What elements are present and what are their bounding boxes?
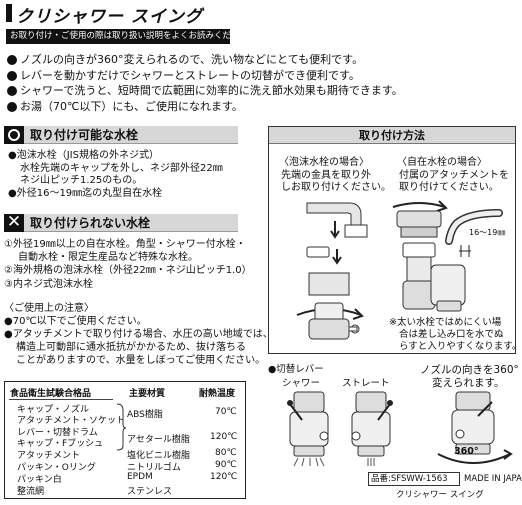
- foam-faucet-illustration: [296, 202, 368, 340]
- product-name-footer: クリシャワー スイング: [396, 490, 484, 500]
- temp-value: 80℃: [215, 448, 237, 458]
- diameter-label: 16～19㎜: [469, 228, 506, 237]
- install-note: らすと入りやすくなります。: [399, 341, 522, 352]
- install-note: ※太い水栓ではめにくい場: [389, 317, 502, 328]
- caution-line: ●70℃以下でご使用ください。: [4, 316, 147, 327]
- part-name: キャップ・Fブッシュ: [17, 439, 104, 449]
- material-name: ABS樹脂: [127, 410, 163, 420]
- incompatible-line: ②海外規格の泡沫水栓（外径22㎜・ネジ山ピッチ1.0）: [4, 265, 252, 277]
- swivel-faucet-desc: 付属のアタッチメントを: [399, 170, 509, 181]
- temp-value: 90℃: [215, 460, 237, 470]
- incompatible-line: 自動水栓・限定生産品など特殊な水栓。: [18, 252, 198, 264]
- compatible-line: ネジ山ピッチ1.25のもの。: [20, 175, 143, 186]
- temp-value: 70℃: [215, 407, 237, 417]
- material-name: ステンレス: [127, 487, 173, 497]
- brace-icon: [116, 403, 127, 451]
- cross-icon: ✕: [6, 212, 22, 232]
- product-title: クリシャワー スイング: [16, 7, 203, 27]
- table-header-material: 主要材質: [129, 389, 166, 399]
- incompatible-heading: 取り付けられない水栓: [30, 216, 151, 230]
- material-name: 塩化ビニル樹脂: [127, 451, 191, 461]
- table-header-heat: 耐熱温度: [199, 389, 236, 399]
- incompatible-heading-bar: ✕ 取り付けられない水栓: [4, 212, 238, 232]
- material-name: EPDM: [127, 472, 153, 482]
- swivel-faucet-illustration: [392, 200, 503, 312]
- rotation-note: 変えられます。: [432, 377, 505, 389]
- compatible-heading: 取り付け可能な水栓: [30, 128, 139, 142]
- caution-title: 〈ご使用上の注意〉: [4, 303, 94, 314]
- foam-faucet-desc: しお取り付けください。: [281, 182, 391, 193]
- title-bar: クリシャワー スイング: [0, 0, 522, 27]
- temp-value: 120℃: [210, 432, 238, 442]
- compatible-line: ●泡沫水栓（JIS規格の外ネジ式）: [8, 150, 159, 161]
- compatible-line: 水栓先端のキャップを外し、ネジ部外径22㎜: [20, 162, 223, 174]
- compatible-heading-bar: 取り付け可能な水栓: [4, 126, 238, 144]
- shower-label: シャワー: [282, 378, 321, 389]
- ok-mark: [4, 126, 24, 144]
- feature-item: ノズルの向きが360°変えられるので、洗い物などにとても便利です。: [6, 52, 516, 68]
- feature-item: お湯（70℃以下）にも、ご使用になれます。: [6, 99, 516, 115]
- install-note: 合は差し込み口を水でぬ: [399, 329, 504, 340]
- part-name: アタッチメント: [17, 451, 81, 461]
- part-name: 整流網: [17, 487, 45, 497]
- swivel-faucet-desc: 取り付けてください。: [399, 182, 499, 193]
- caution-line: 構造上可動部に通水抵抗がかかるため、抜け落ちる: [16, 342, 246, 353]
- shower-mode-illustration: [287, 391, 329, 467]
- straight-label: ストレート: [342, 378, 390, 389]
- foam-faucet-desc: 先端の金具を取り外: [281, 170, 371, 181]
- model-number: 品番:SFSWW-1563: [368, 472, 460, 486]
- feature-list: ノズルの向きが360°変えられるので、洗い物などにとても便利です。 レバーを動か…: [6, 52, 516, 114]
- table-divider: [9, 399, 113, 400]
- caution-line: ●アタッチメントで取り付ける場合、水圧の高い地域では、: [4, 329, 273, 340]
- country-of-origin: MADE IN JAPAN: [464, 474, 522, 484]
- lever-title: ●切替レバー: [268, 364, 324, 375]
- compatible-list: ●泡沫水栓（JIS規格の外ネジ式） 水栓先端のキャップを外し、ネジ部外径22㎜ …: [8, 150, 240, 200]
- swivel-faucet-title: 〈自在水栓の場合〉: [397, 157, 487, 168]
- incompatible-list: ①外径19㎜以上の自在水栓。角型・シャワー付水栓・ 自動水栓・限定生産品など特殊…: [4, 238, 252, 291]
- material-name: アセタール樹脂: [127, 435, 190, 445]
- caution-line: ことがありますので、水量をしぼってご使用ください。: [16, 355, 266, 366]
- material-name: ニトリルゴム: [127, 463, 181, 473]
- rotation-note: ノズルの向きを360°: [420, 364, 519, 376]
- lever-section: ●切替レバー シャワー ストレート ノズルの向きを360° 変えられます。 36…: [268, 362, 519, 502]
- rotation-illustration: [437, 391, 513, 464]
- rotation-angle: 360°: [454, 446, 479, 457]
- straight-mode-illustration: [351, 391, 393, 466]
- incompatible-line: ①外径19㎜以上の自在水栓。角型・シャワー付水栓・: [4, 239, 246, 250]
- usage-caution: 〈ご使用上の注意〉 ●70℃以下でご使用ください。 ●アタッチメントで取り付ける…: [4, 302, 273, 367]
- compatible-line: ●外径16～19㎜迄の丸型自在水栓: [8, 187, 163, 199]
- part-name: レバー・切替ドラム: [17, 428, 98, 438]
- table-header-certified: 食品衛生試験合格品: [10, 389, 92, 399]
- install-method-panel: 取り付け方法 〈泡沫水栓の場合〉 先端の金具を取り外 しお取り付けください。 〈…: [268, 126, 521, 354]
- part-name: パッキン・Oリング: [17, 463, 96, 473]
- part-name: キャップ・ノズル: [17, 405, 90, 415]
- feature-item: レバーを動かすだけでシャワーとストレートの切替ができ便利です。: [6, 68, 516, 84]
- foam-faucet-title: 〈泡沫水栓の場合〉: [279, 157, 369, 168]
- ng-mark: ✕: [4, 212, 24, 232]
- circle-icon: [8, 129, 20, 141]
- part-name: パッキン白: [17, 475, 62, 485]
- brand-mark: [6, 4, 12, 22]
- feature-item: シャワーで洗うと、短時間で広範囲に効率的に洗え節水効果も期待できます。: [6, 83, 516, 99]
- install-method-heading: 取り付け方法: [269, 127, 515, 144]
- reading-notice: お取り付け・ご使用の際は取り扱い説明をよくお読みください。: [6, 29, 230, 44]
- temp-value: 120℃: [210, 472, 238, 482]
- incompatible-line: ③内ネジ式泡沫水栓: [4, 278, 93, 290]
- part-name: アタッチメント・ソケット: [17, 416, 126, 426]
- materials-table: 食品衛生試験合格品 主要材質 耐熱温度 キャップ・ノズル アタッチメント・ソケッ…: [4, 381, 246, 499]
